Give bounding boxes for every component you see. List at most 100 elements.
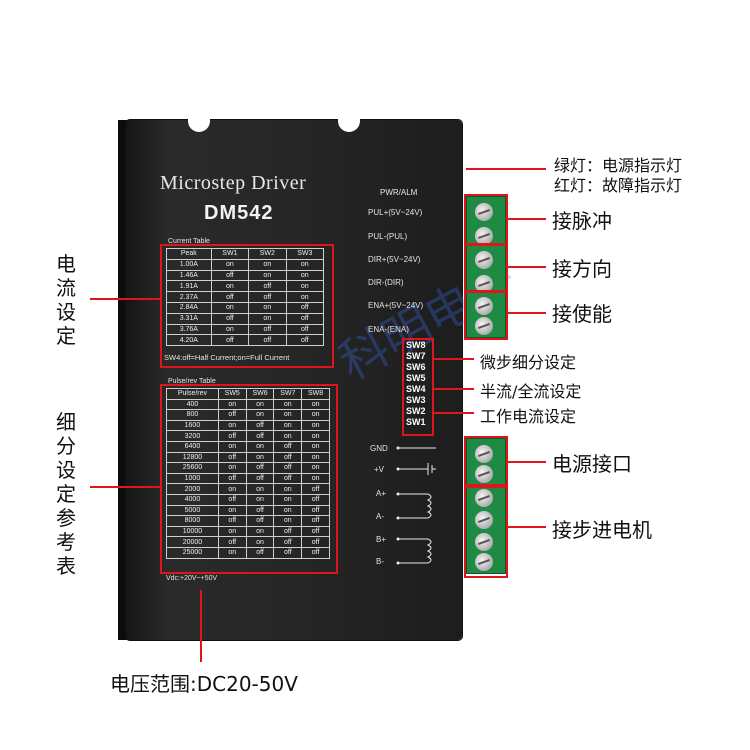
green-led-annotation: 绿灯：电源指示灯 (554, 156, 683, 175)
terminal-a-plus: A+ (376, 489, 387, 498)
screw-icon (475, 465, 493, 483)
pulse-table-cell: 12800 (166, 451, 219, 464)
terminal-pul-plus: PUL+(5V~24V) (368, 208, 423, 217)
pulse-table-cell: 400 (166, 398, 219, 411)
device-model: DM542 (204, 202, 274, 224)
power-motor-terminal-block (466, 438, 506, 574)
direction-terminal-highlight (464, 243, 508, 293)
microstep-ref-char: 参 (56, 506, 76, 530)
microstep-ref-char: 考 (56, 530, 76, 554)
pwr-alm-label: PWR/ALM (380, 188, 418, 197)
mount-notch-left (188, 118, 210, 132)
current-note: SW4:off=Half Current;on=Full Current (164, 353, 290, 362)
pulse-table-cell: on (301, 430, 330, 442)
pulse-table-cell: 3200 (166, 430, 219, 442)
pulse-table-cell: on (301, 472, 330, 485)
current-setting-char: 流 (56, 276, 76, 300)
enable-pointer-line (506, 312, 546, 314)
microstep-ref-char: 表 (56, 554, 76, 578)
screw-icon (475, 533, 493, 551)
voltage-pointer-line (200, 590, 202, 662)
screw-icon (475, 275, 493, 293)
pulse-table-cell: 2000 (166, 483, 219, 495)
pulse-table-cell: off (301, 483, 330, 495)
dip-sw2: SW2 (406, 406, 426, 416)
terminal-b-minus: B- (376, 557, 384, 566)
current-setting-char: 电 (56, 252, 76, 276)
pulse-header-cell: Pulse/rev (166, 388, 219, 400)
power-terminal-highlight (464, 436, 508, 488)
work-current-annotation: 工作电流设定 (480, 407, 577, 426)
microstep-annotation: 微步细分设定 (480, 353, 577, 372)
screw-icon (475, 227, 493, 245)
terminal-pul-minus: PUL-(PUL) (368, 232, 408, 241)
terminal-gnd: GND (370, 444, 388, 453)
enable-terminal-highlight (464, 290, 508, 340)
current-table-caption: Current Table (168, 238, 210, 245)
microstep-pointer-line (432, 358, 474, 360)
power-port-annotation: 电源接口 (552, 452, 632, 476)
microstep-ref-char: 细 (56, 410, 76, 434)
pulse-annotation: 接脉冲 (552, 209, 612, 233)
microstep-ref-char: 定 (56, 482, 76, 506)
microstep-ref-char: 分 (56, 434, 76, 458)
motor-terminal-highlight (464, 484, 508, 578)
terminal-b-plus: B+ (376, 535, 387, 544)
direction-pointer-line (506, 266, 546, 268)
pulse-table-cell: 1600 (166, 419, 219, 432)
screw-icon (475, 251, 493, 269)
terminal-a-minus: A- (376, 512, 384, 521)
pulse-table-cell: on (301, 409, 330, 421)
dip-sw4: SW4 (406, 384, 426, 394)
dip-sw1: SW1 (406, 417, 426, 427)
dip-sw5: SW5 (406, 373, 426, 383)
pulse-table-cell: 25600 (166, 462, 219, 474)
vdc-label: Vdc:+20V~+50V (166, 575, 218, 582)
screw-icon (475, 203, 493, 221)
microstep-ref-annotation: 细 分 设 定 参 考 表 (54, 410, 78, 578)
terminal-dir-minus: DIR-(DIR) (368, 278, 404, 287)
pulse-table-cell: on (301, 398, 330, 411)
pulse-table-cell: on (301, 419, 330, 432)
microstep-ref-char: 设 (56, 458, 76, 482)
dip-switch-highlight (402, 338, 434, 436)
current-table-highlight (160, 244, 334, 368)
terminal-ena-minus: ENA-(ENA) (368, 325, 409, 334)
red-led-annotation: 红灯：故障指示灯 (554, 176, 683, 195)
pulse-table-cell: off (301, 493, 330, 506)
current-setting-char: 设 (56, 300, 76, 324)
current-setting-annotation: 电 流 设 定 (54, 252, 78, 348)
motor-annotation: 接步进电机 (552, 518, 652, 542)
screw-icon (475, 445, 493, 463)
current-setting-pointer-line (90, 298, 160, 300)
dip-sw7: SW7 (406, 351, 426, 361)
current-setting-char: 定 (56, 324, 76, 348)
pulse-pointer-line (506, 218, 546, 220)
terminal-dir-plus: DIR+(5V~24V) (368, 255, 421, 264)
led-pointer-line (466, 168, 546, 170)
screw-icon (475, 297, 493, 315)
motor-pointer-line (506, 526, 546, 528)
pulse-table-cell: 1000 (166, 472, 219, 485)
pulse-table-cell: 6400 (166, 440, 219, 453)
pulse-table-cell: on (301, 462, 330, 474)
direction-annotation: 接方向 (552, 257, 612, 281)
dip-sw8: SW8 (406, 340, 426, 350)
device-title: Microstep Driver (160, 172, 307, 194)
half-full-annotation: 半流/全流设定 (480, 382, 582, 401)
